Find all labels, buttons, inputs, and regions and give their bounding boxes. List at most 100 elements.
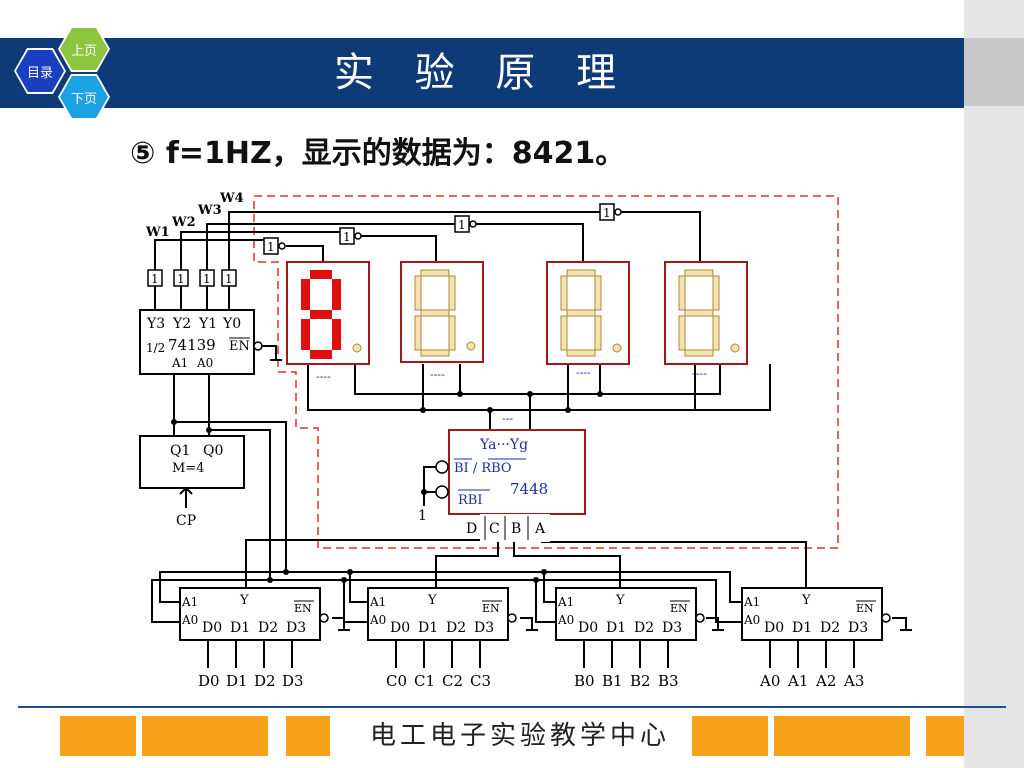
mux-data-label: D3 bbox=[662, 620, 682, 636]
decoder-a1: A1 bbox=[171, 356, 188, 370]
header-bar bbox=[0, 38, 964, 108]
footer-divider bbox=[18, 706, 1006, 708]
decoder-a0: A0 bbox=[196, 356, 213, 370]
footer-decor-block bbox=[142, 716, 268, 756]
mux-input-label: B1 bbox=[602, 672, 623, 690]
bcd-bus-label: --- bbox=[502, 412, 513, 425]
mux-input-label: A3 bbox=[843, 672, 864, 690]
bcd-input-c: C bbox=[489, 521, 500, 537]
display-segment bbox=[310, 350, 332, 359]
seven-segment-displays bbox=[286, 261, 748, 365]
display-segment bbox=[414, 315, 422, 351]
mux-y: Y bbox=[615, 593, 625, 608]
display-segment bbox=[448, 275, 456, 311]
display-segment bbox=[566, 269, 596, 277]
mux-data-label: D0 bbox=[764, 620, 784, 636]
mux-en: EN bbox=[294, 602, 312, 615]
display-segment bbox=[566, 309, 596, 317]
mux-data-label: D0 bbox=[202, 620, 222, 636]
bcd-decoder-7448: Ya···Yg BI / RBO RBI 7448 D C B A 1 bbox=[418, 429, 586, 542]
counter-q0: Q0 bbox=[203, 443, 223, 459]
display-segment bbox=[712, 275, 720, 311]
display-segment bbox=[594, 315, 602, 351]
inverter-label: 1 bbox=[343, 230, 351, 244]
mux-input-label: D1 bbox=[226, 672, 248, 690]
digit-bus-label: ---- bbox=[430, 368, 445, 381]
mux-input-label: A1 bbox=[787, 672, 808, 690]
mux-input-label: B3 bbox=[658, 672, 679, 690]
page-title: 实 验 原 理 bbox=[333, 50, 631, 96]
bcd-rbi-label: RBI bbox=[458, 493, 482, 508]
inverter: 1 bbox=[199, 269, 215, 287]
mux-a1: A1 bbox=[557, 595, 574, 609]
mux-a1: A1 bbox=[743, 595, 760, 609]
display-decimal-point bbox=[466, 341, 476, 351]
inverters: 1 1 1 1 1 1 1 1 bbox=[147, 203, 622, 287]
display-segment bbox=[678, 275, 686, 311]
mux-data-label: D0 bbox=[390, 620, 410, 636]
digit-bus-label: ---- bbox=[576, 366, 591, 379]
mux-y: Y bbox=[427, 593, 437, 608]
mux-input-label: D0 bbox=[198, 672, 220, 690]
select-line-w2: W2 bbox=[171, 215, 196, 230]
toc-button[interactable]: 目录 bbox=[16, 50, 64, 92]
mux-body bbox=[555, 587, 697, 641]
inverter: 1 bbox=[221, 269, 237, 287]
digit-bus-label: ---- bbox=[316, 370, 331, 383]
mux-input-label: C0 bbox=[386, 672, 407, 690]
mux-data-label: D2 bbox=[446, 620, 466, 636]
display-segment bbox=[301, 319, 310, 350]
display-decimal-point bbox=[352, 343, 362, 353]
counter-mod4: Q1 Q0 M=4 CP bbox=[139, 435, 245, 529]
display-segment bbox=[448, 315, 456, 351]
decoder-y0: Y0 bbox=[222, 316, 241, 332]
bcd-input-d: D bbox=[466, 521, 477, 537]
display-segment bbox=[420, 269, 450, 277]
decoder-fraction: 1/2 bbox=[146, 341, 165, 355]
display-segment bbox=[420, 309, 450, 317]
display-segment bbox=[594, 275, 602, 311]
mux-input-label: C3 bbox=[470, 672, 491, 690]
display-decimal-point bbox=[730, 343, 740, 353]
mux-data-label: D2 bbox=[634, 620, 654, 636]
display-segment bbox=[332, 279, 341, 310]
prev-page-button[interactable]: 上页 bbox=[60, 28, 108, 70]
circuit-diagram: 1 1 1 1 1 1 1 1 W1 W2 W3 W4 Y3 Y2 Y1 Y0 … bbox=[139, 191, 912, 690]
footer-decor-block bbox=[774, 716, 910, 756]
mux-input-label: B2 bbox=[630, 672, 651, 690]
bcd-input-b: B bbox=[511, 521, 521, 537]
mux-en-bubble bbox=[319, 613, 329, 623]
inverter: 1 bbox=[339, 227, 362, 245]
inverter: 1 bbox=[173, 269, 189, 287]
decoder-y1: Y1 bbox=[198, 316, 217, 332]
inverter: 1 bbox=[599, 203, 622, 221]
display-segment bbox=[310, 270, 332, 279]
inverter: 1 bbox=[454, 215, 477, 233]
display-segment bbox=[560, 275, 568, 311]
mux-a1: A1 bbox=[369, 595, 386, 609]
display-decimal-point bbox=[612, 343, 622, 353]
mux-data-label: D3 bbox=[286, 620, 306, 636]
mux-data-label: D1 bbox=[606, 620, 626, 636]
display-segment bbox=[414, 275, 422, 311]
bcd-tie-high-label: 1 bbox=[418, 508, 427, 524]
select-line-w3: W3 bbox=[197, 203, 222, 218]
mux-a0: A0 bbox=[557, 613, 574, 627]
bcd-input-a: A bbox=[534, 521, 546, 537]
next-page-button[interactable]: 下页 bbox=[60, 76, 108, 118]
mux-a0: A0 bbox=[369, 613, 386, 627]
footer-text: 电工电子实验教学中心 bbox=[369, 721, 670, 751]
decoder-en: EN bbox=[229, 339, 250, 354]
display-segment bbox=[560, 315, 568, 351]
mux-input-label: C1 bbox=[414, 672, 435, 690]
inverter: 1 bbox=[263, 237, 286, 255]
mux-input-label: A0 bbox=[759, 672, 780, 690]
mux-y: Y bbox=[801, 593, 811, 608]
mux-body bbox=[179, 587, 321, 641]
inverter-label: 1 bbox=[225, 272, 233, 286]
footer-decor-block bbox=[286, 716, 330, 756]
select-line-w4: W4 bbox=[219, 191, 244, 206]
